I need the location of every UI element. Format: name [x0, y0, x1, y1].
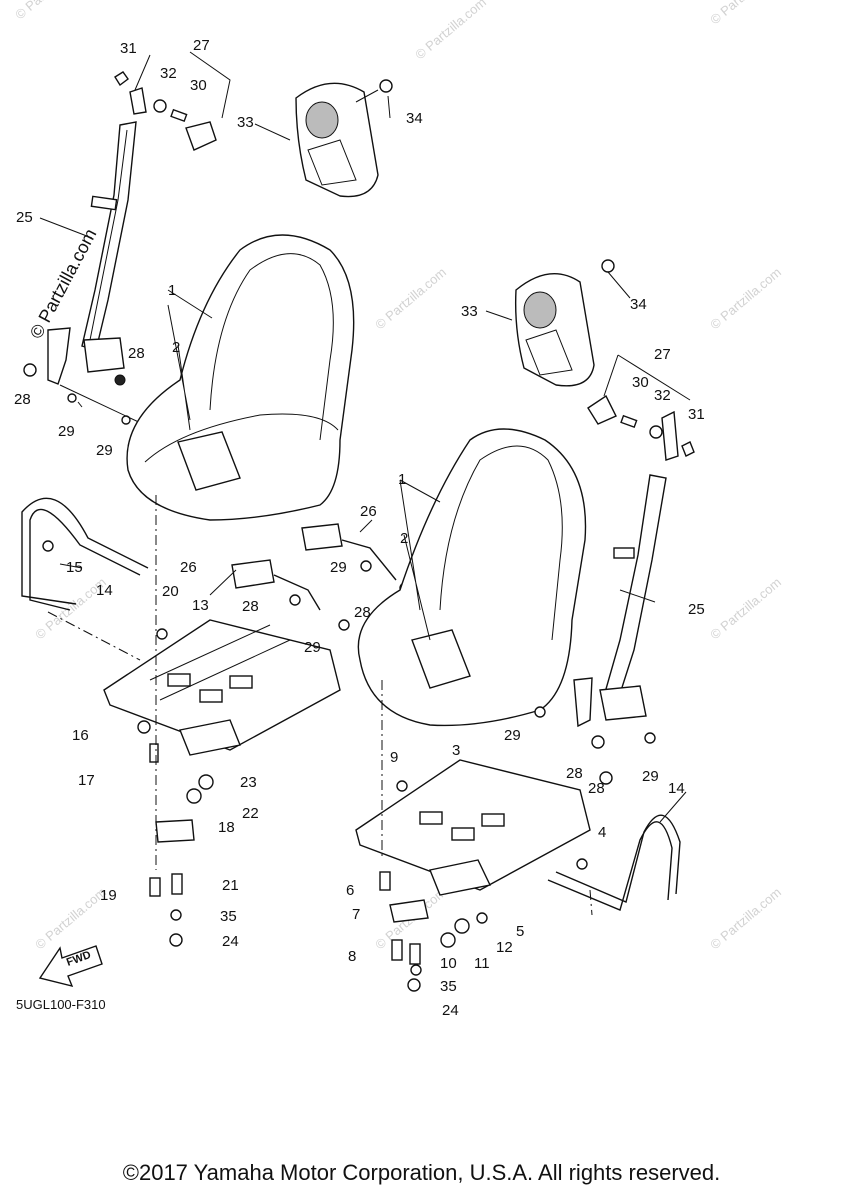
- callout-34: 34: [406, 110, 423, 127]
- right-buckle: [301, 523, 411, 594]
- watermark: © Partzilla.com: [412, 0, 489, 62]
- callout-32: 32: [160, 65, 177, 82]
- callout-31: 31: [688, 406, 705, 423]
- left-anchor-parts: [114, 51, 231, 151]
- leader-lines: [47, 495, 593, 916]
- callout-26: 26: [360, 503, 377, 520]
- callout-23: 23: [240, 774, 257, 791]
- callout-30: 30: [632, 374, 649, 391]
- right-lower-fasteners: [379, 871, 488, 992]
- right-seat-frame: [355, 759, 591, 896]
- callout-8: 8: [348, 948, 356, 965]
- callout-2: 2: [172, 339, 180, 356]
- callout-28: 28: [14, 391, 31, 408]
- right-seat: [357, 428, 587, 727]
- drawing-code: 5UGL100-F310: [16, 997, 106, 1012]
- callout-33: 33: [237, 114, 254, 131]
- callout-15: 15: [66, 559, 83, 576]
- callout-29: 29: [58, 423, 75, 440]
- watermark: © Partzilla.com: [707, 574, 784, 642]
- callout-10: 10: [440, 955, 457, 972]
- callout-lines: [39, 95, 691, 823]
- callout-12: 12: [496, 939, 513, 956]
- callout-5: 5: [516, 923, 524, 940]
- callout-33: 33: [461, 303, 478, 320]
- callout-30: 30: [190, 77, 207, 94]
- callout-17: 17: [78, 772, 95, 789]
- callout-13: 13: [192, 597, 209, 614]
- callout-35: 35: [440, 978, 457, 995]
- upper-headrest: [295, 79, 393, 198]
- left-lower-fasteners: [137, 720, 214, 947]
- callout-27: 27: [654, 346, 671, 363]
- watermark: © Partzilla.com: [707, 264, 784, 332]
- callout-18: 18: [218, 819, 235, 836]
- watermark: © Partzilla.com: [372, 264, 449, 332]
- callout-31: 31: [120, 40, 137, 57]
- left-seat: [126, 234, 355, 521]
- callout-29: 29: [304, 639, 321, 656]
- callout-28: 28: [242, 598, 259, 615]
- callout-29: 29: [330, 559, 347, 576]
- watermark: © Partzilla.com: [12, 0, 89, 22]
- callout-24: 24: [222, 933, 239, 950]
- part-labels: 31 27 32 30 33 34 25 1 2 28 28 29 29 34 …: [14, 37, 705, 1019]
- callout-4: 4: [598, 824, 606, 841]
- callout-25: 25: [16, 209, 33, 226]
- callout-7: 7: [352, 906, 360, 923]
- forward-arrow-icon: FWD: [38, 945, 103, 988]
- callout-1: 1: [398, 471, 406, 488]
- callout-28: 28: [566, 765, 583, 782]
- callout-28: 28: [354, 604, 371, 621]
- callout-24: 24: [442, 1002, 459, 1019]
- callout-6: 6: [346, 882, 354, 899]
- callout-26: 26: [180, 559, 197, 576]
- callout-9: 9: [390, 749, 398, 766]
- watermark: © Partzilla.com: [32, 884, 109, 952]
- callout-32: 32: [654, 387, 671, 404]
- callout-29: 29: [96, 442, 113, 459]
- left-grab-bar: [21, 497, 149, 611]
- right-seat-belt: [534, 474, 667, 785]
- callout-21: 21: [222, 877, 239, 894]
- callout-11: 11: [474, 955, 490, 972]
- callout-28: 28: [588, 780, 605, 797]
- copyright-notice: ©2017 Yamaha Motor Corporation, U.S.A. A…: [122, 1160, 721, 1185]
- callout-16: 16: [72, 727, 89, 744]
- right-anchor-parts: [587, 394, 695, 461]
- left-seat-belt: [23, 121, 146, 432]
- callout-27: 27: [193, 37, 210, 54]
- callout-22: 22: [242, 805, 259, 822]
- callout-34: 34: [630, 296, 647, 313]
- callout-29: 29: [642, 768, 659, 785]
- callout-20: 20: [162, 583, 179, 600]
- right-grab-bar: [547, 814, 681, 911]
- callout-35: 35: [220, 908, 237, 925]
- left-seat-frame: [103, 619, 341, 756]
- watermark: © Partzilla.com: [707, 884, 784, 952]
- left-buckle: [231, 559, 350, 631]
- callout-14: 14: [96, 582, 113, 599]
- callout-1: 1: [168, 282, 176, 299]
- right-headrest: [515, 259, 615, 387]
- callout-3: 3: [452, 742, 460, 759]
- callout-14: 14: [668, 780, 685, 797]
- callout-2: 2: [400, 530, 408, 547]
- watermark: © Partzilla.com: [707, 0, 784, 27]
- callout-19: 19: [100, 887, 117, 904]
- callout-25: 25: [688, 601, 705, 618]
- callout-28: 28: [128, 345, 145, 362]
- callout-29: 29: [504, 727, 521, 744]
